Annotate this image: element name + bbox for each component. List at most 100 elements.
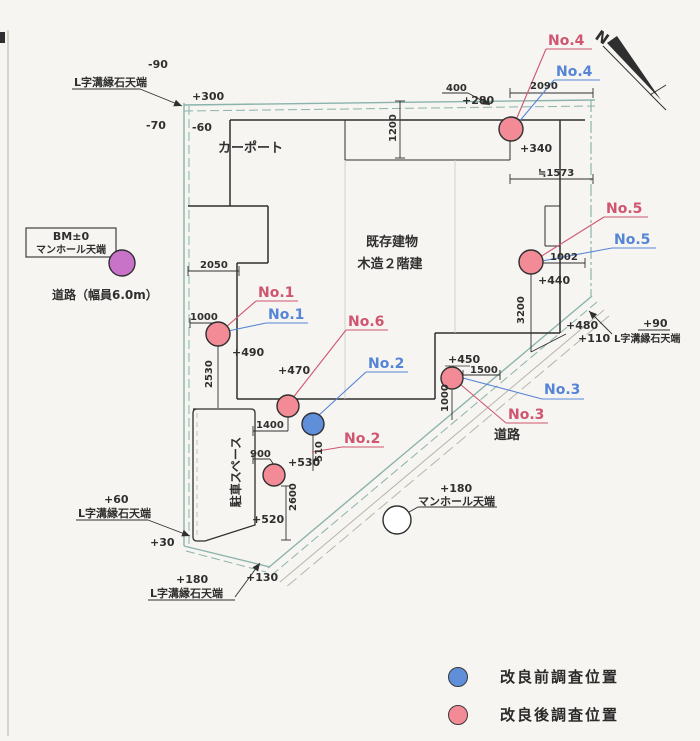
- elev-plus440: +440: [538, 274, 571, 287]
- dim-1200: 1200: [388, 114, 399, 142]
- label-no2-red: No.2: [344, 431, 380, 447]
- dim-1000-no1: 1000: [190, 312, 218, 323]
- leader-no3-blue: [462, 377, 543, 400]
- survey-point-no5: [518, 249, 544, 275]
- compass-tail: [658, 102, 667, 111]
- road-edge-line: [279, 309, 605, 583]
- label-no4-red: No.4: [548, 33, 585, 49]
- elev-plus90: +90: [643, 317, 668, 330]
- leader-no6-red: [291, 329, 347, 400]
- legend-after-label: 改良後調査位置: [500, 706, 620, 724]
- dim-1000-no3: 1000: [440, 384, 451, 412]
- elev-plus280: +280: [462, 94, 495, 107]
- label-lgutter-topleft: L字溝縁石天端: [74, 75, 147, 89]
- label-no3-red: No.3: [508, 407, 544, 423]
- dim-2600: 2600: [288, 483, 299, 511]
- survey-point-no4: [498, 116, 524, 142]
- elev-plus450: +450: [448, 353, 481, 366]
- dim-1400: 1400: [256, 420, 284, 431]
- label-manhole-south: マンホール天端: [418, 494, 495, 508]
- elev-plus60: +60: [104, 493, 129, 506]
- bm-title: BM±0: [53, 230, 90, 243]
- boundary-southeast: [267, 295, 593, 569]
- label-no1-red: No.1: [258, 285, 294, 301]
- dim-2090: 2090: [530, 81, 558, 92]
- legend-item-after: 改良後調査位置: [448, 704, 619, 725]
- legend-before-marker: [448, 666, 468, 687]
- dim-1002: 1002: [550, 252, 578, 263]
- boundary-south: [183, 545, 271, 568]
- elev-plus480: +480: [566, 319, 599, 332]
- leader-no2-red: [311, 446, 343, 453]
- leader-lgutter-south-arrowhead: [252, 563, 260, 572]
- leader-no4-red: [515, 48, 547, 121]
- label-road-west: 道路（幅員6.0m）: [52, 287, 158, 302]
- leader-lgutter-topleft-arrowhead: [173, 99, 182, 107]
- boundary-south-dashed: [185, 550, 267, 573]
- dim-3200: 3200: [516, 296, 527, 324]
- dim-2050: 2050: [200, 260, 228, 271]
- manhole-marker: [382, 505, 412, 535]
- parking-space-outline: [192, 408, 256, 542]
- bm-subtitle: マンホール天端: [36, 243, 106, 256]
- scan-speck: [0, 32, 5, 43]
- leader-lgutter-southwest-arrowhead: [181, 529, 190, 537]
- elev-plus490: +490: [232, 346, 265, 359]
- label-lgutter-southwest: L字溝縁石天端: [78, 506, 151, 520]
- compass-tick: [649, 84, 667, 96]
- leader-400-arrowhead: [481, 98, 490, 105]
- elev-plus530: +530: [288, 456, 321, 469]
- survey-point-no6: [276, 394, 300, 418]
- elev-plus180-curb: +180: [176, 573, 209, 586]
- dim-400: 400: [446, 83, 467, 94]
- elev-plus30: +30: [150, 536, 175, 549]
- label-carport: カーポート: [218, 140, 283, 156]
- boundary-north: [183, 99, 596, 106]
- label-lgutter-south: L字溝縁石天端: [150, 586, 223, 600]
- elev-plus520: +520: [252, 513, 285, 526]
- leader-plus480: [530, 333, 567, 353]
- survey-point-plus530: [262, 463, 286, 487]
- legend: 改良前調査位置 改良後調査位置: [448, 666, 619, 741]
- label-no6-red: No.6: [348, 314, 384, 330]
- elev-plus130: +130: [246, 571, 279, 584]
- survey-point-no1: [205, 321, 231, 347]
- label-no3-blue: No.3: [544, 382, 580, 398]
- boundary-north-dashed: [183, 105, 596, 112]
- leader-no3-red: [459, 383, 507, 424]
- label-building-name: 既存建物: [366, 234, 418, 250]
- label-no1-blue: No.1: [268, 307, 304, 323]
- leader-no1-red: [225, 300, 257, 328]
- leader-lgutter-east-arrowhead: [589, 311, 598, 320]
- leader-no4-blue: [517, 79, 555, 124]
- elev-plus180-manhole: +180: [440, 482, 473, 495]
- boundary-southeast-dashed: [272, 301, 598, 575]
- label-building-type: 木造２階建: [356, 256, 422, 272]
- survey-point-no3: [440, 366, 464, 390]
- legend-after-marker: [448, 704, 468, 725]
- label-road-southeast: 道路: [494, 427, 521, 443]
- survey-point-no2-before: [301, 412, 325, 436]
- legend-before-label: 改良前調査位置: [500, 668, 620, 686]
- label-no5-blue: No.5: [614, 232, 650, 248]
- elev-plus340: +340: [520, 142, 553, 155]
- road-center-line: [284, 315, 610, 589]
- dim-1500: 1500: [470, 365, 498, 376]
- legend-item-before: 改良前調査位置: [448, 666, 619, 687]
- dim-2530: 2530: [204, 360, 215, 388]
- elev-minus90: -90: [148, 58, 168, 71]
- dim-510: 510: [314, 441, 325, 462]
- dim-900: 900: [250, 449, 271, 460]
- label-no2-blue: No.2: [368, 356, 404, 372]
- label-no5-red: No.5: [606, 201, 642, 217]
- leader-no5-blue: [541, 247, 613, 262]
- elev-plus300: +300: [192, 90, 225, 103]
- bm-label-box: [25, 227, 117, 258]
- elev-minus70: -70: [146, 119, 166, 132]
- label-lgutter-east: L字溝縁石天端: [614, 332, 680, 345]
- benchmark-manhole-marker: [108, 249, 136, 277]
- label-no4-blue: No.4: [556, 64, 593, 80]
- compass-shaft: [602, 45, 660, 104]
- dim-approx-1573: ≒1573: [538, 168, 574, 179]
